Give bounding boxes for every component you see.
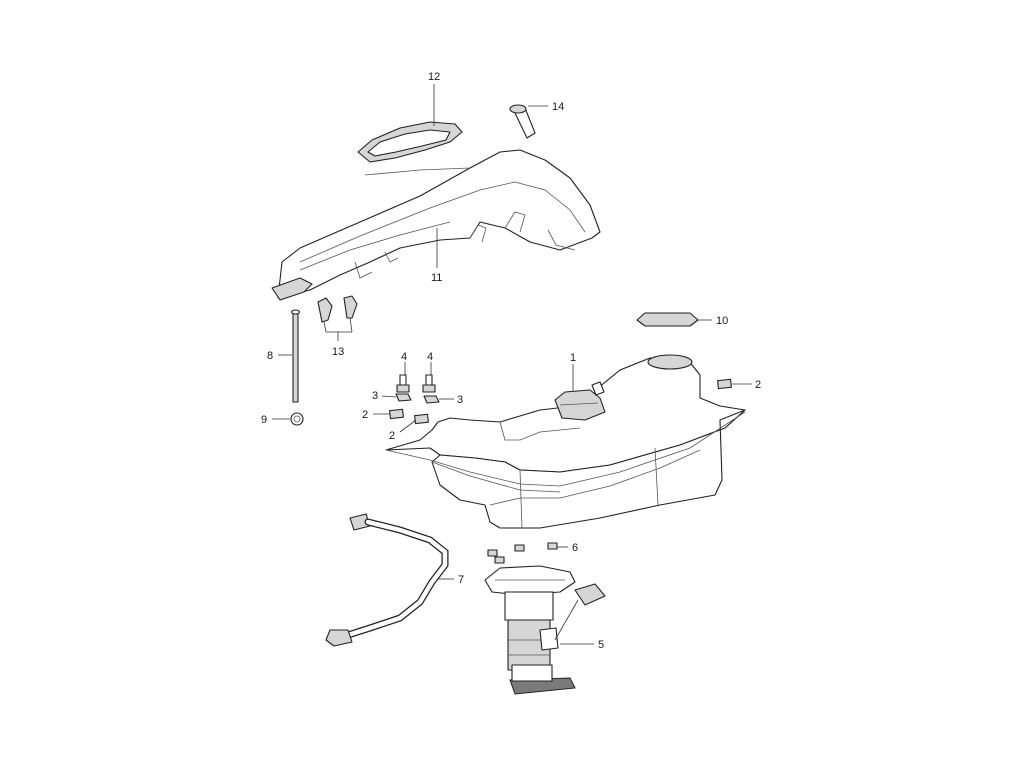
rod-part (290, 309, 301, 403)
callout-7: 7 (458, 574, 464, 586)
plug-part (509, 104, 536, 139)
fuel-tank-part (385, 354, 746, 529)
callout-3-right: 3 (457, 394, 463, 406)
fuel-pump-part (484, 565, 606, 695)
callout-8: 8 (267, 350, 273, 362)
nuts-part (395, 393, 440, 404)
callout-11: 11 (431, 272, 442, 284)
callout-2-left-upper: 2 (362, 409, 368, 421)
small-nuts-part (487, 542, 558, 564)
callout-9: 9 (261, 414, 267, 426)
callout-14: 14 (552, 101, 564, 113)
pad-part (636, 312, 699, 327)
push-clips-part (317, 295, 358, 323)
bolts-part (396, 374, 436, 393)
callout-4-right: 4 (427, 351, 433, 363)
callout-12: 12 (428, 71, 440, 83)
leader-lines (272, 84, 752, 645)
callout-10: 10 (716, 315, 728, 327)
callout-2-right: 2 (755, 379, 761, 391)
callout-6: 6 (572, 542, 578, 554)
callout-2-left-lower: 2 (389, 430, 395, 442)
callout-labels: 1 2 2 2 3 3 4 4 5 6 7 8 9 10 11 12 13 14 (261, 71, 761, 651)
fuel-hose-part (325, 513, 449, 647)
cover-gasket-part (357, 121, 463, 163)
callout-1: 1 (570, 352, 576, 364)
spacers-part (389, 378, 732, 425)
tank-cover-part (271, 149, 601, 301)
callout-3-left: 3 (372, 390, 378, 402)
callout-5: 5 (598, 639, 604, 651)
callout-4-left: 4 (401, 351, 407, 363)
callout-13: 13 (332, 346, 344, 358)
clamp-part (290, 412, 304, 426)
